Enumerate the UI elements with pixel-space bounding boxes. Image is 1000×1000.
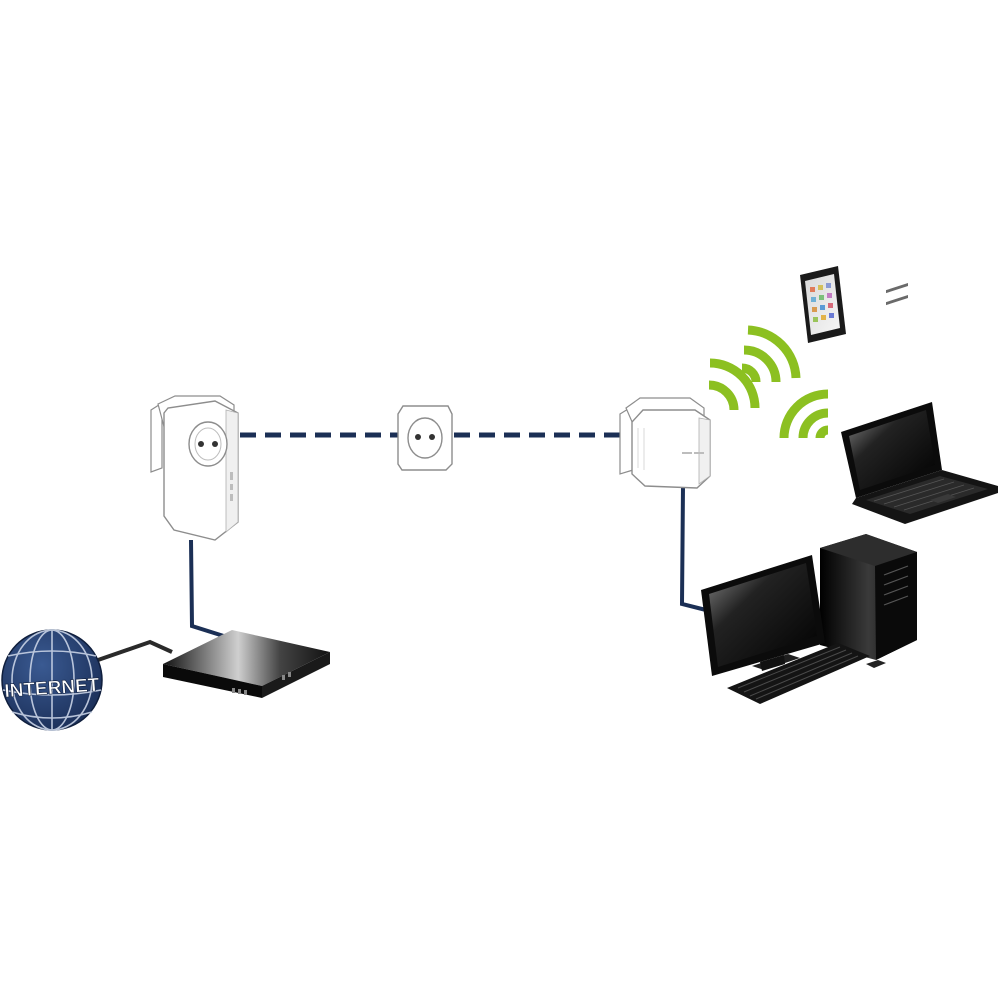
wall-socket (397, 405, 453, 471)
wifi-signal-icon (708, 325, 829, 439)
internet-cable (97, 639, 173, 662)
powerline-adapter-1 (150, 395, 239, 541)
globe-icon: INTERNET (1, 629, 103, 731)
pc-keyboard (727, 643, 870, 704)
ethernet-cable-router-adapter (189, 539, 231, 640)
cables (97, 432, 707, 662)
powerline-adapter-2-wifi (619, 397, 711, 489)
desktop-computer-icon (701, 282, 917, 704)
ethernet-cable-adapter-pc (679, 485, 707, 612)
laptop-icon (841, 402, 998, 524)
tablet-icon (800, 266, 846, 343)
router-icon (163, 630, 330, 698)
